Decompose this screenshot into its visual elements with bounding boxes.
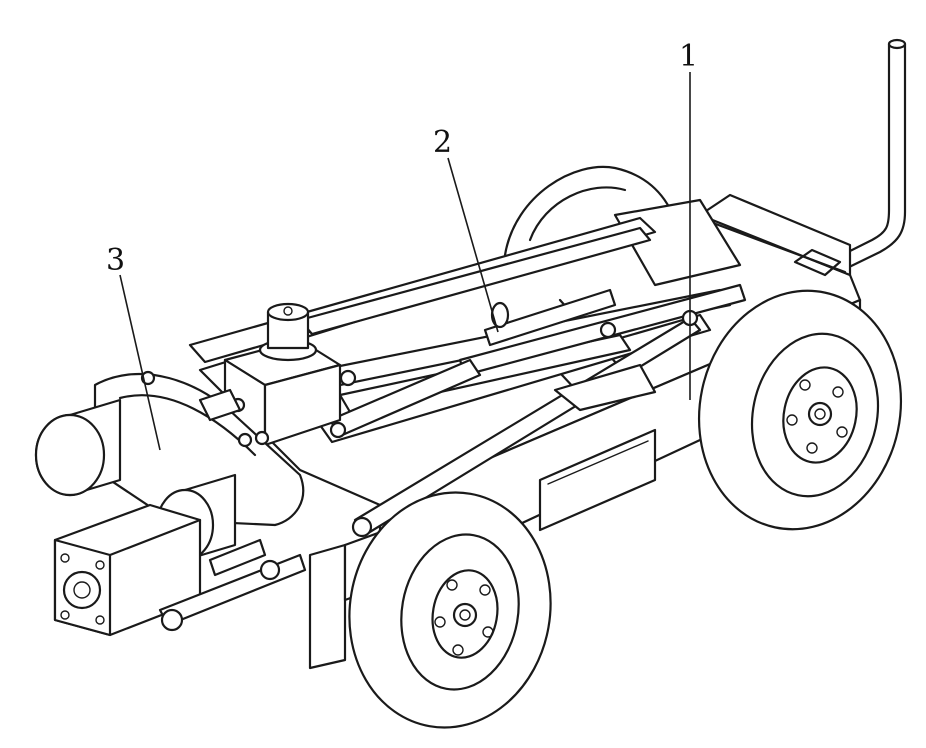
callout-label-1: 1 (679, 39, 698, 74)
handle-bar (836, 40, 905, 270)
callout-label-2: 2 (433, 125, 452, 160)
callout-label-3: 3 (106, 243, 125, 278)
